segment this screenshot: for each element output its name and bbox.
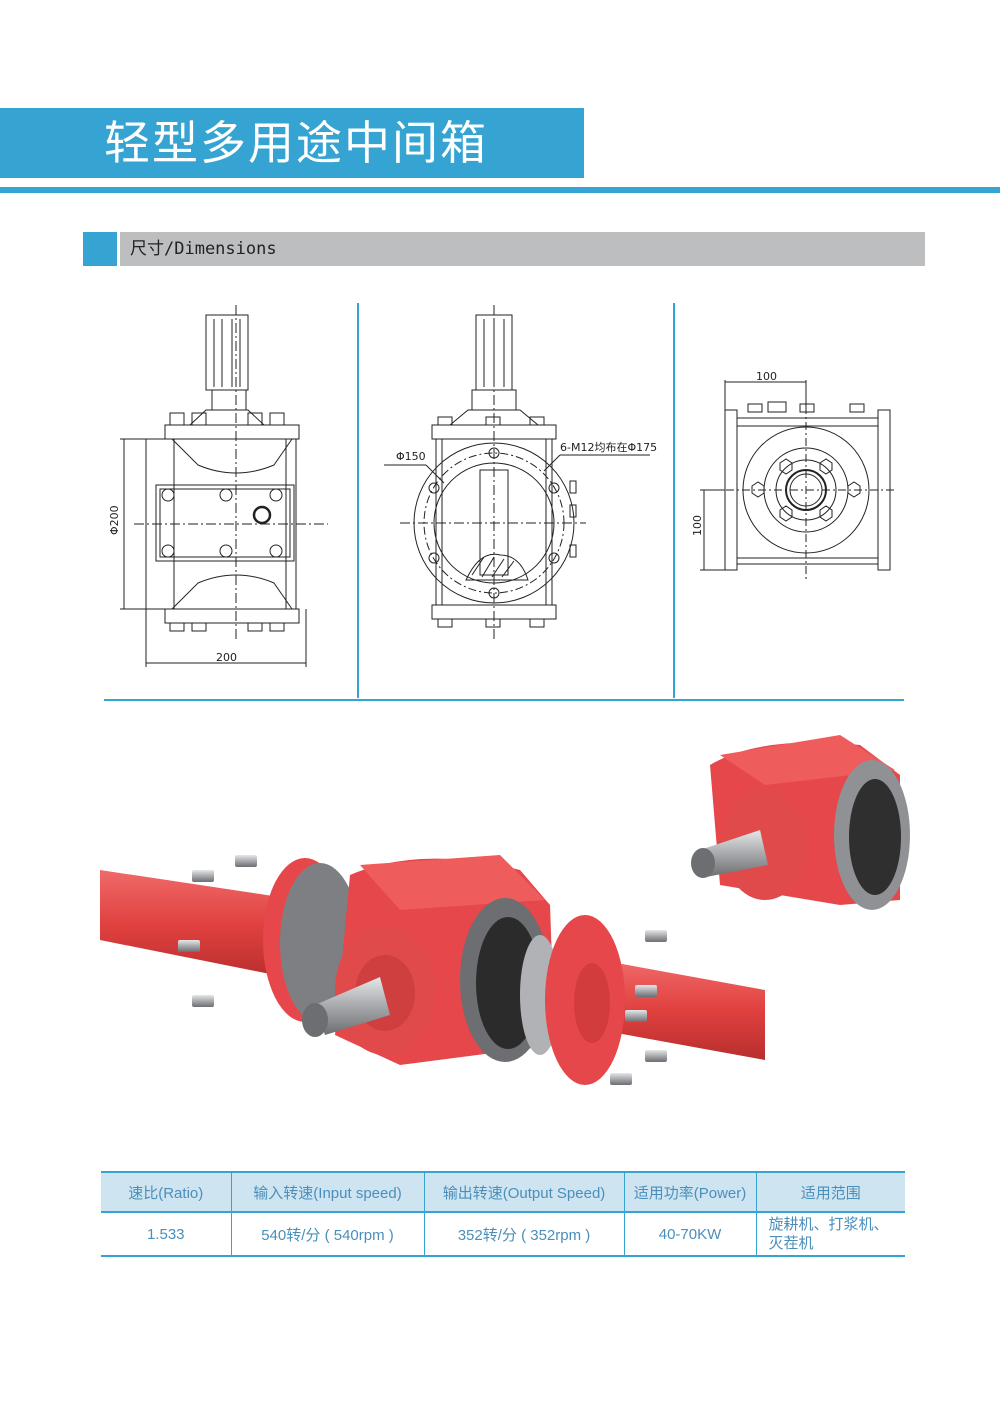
cell-ratio: 1.533 <box>101 1212 231 1257</box>
cell-power: 40-70KW <box>623 1212 756 1257</box>
end-dim-vertical: 100 <box>691 515 704 536</box>
side-view-drawing <box>380 305 660 645</box>
title-bar <box>0 108 584 178</box>
cell-input-speed: 540转/分 ( 540rpm ) <box>230 1212 424 1257</box>
header-application: 适用范围 <box>755 1171 905 1213</box>
cell-application: 旋耕机、打浆机、 灭茬机 <box>755 1212 905 1257</box>
header-input-speed: 输入转速(Input speed) <box>230 1171 424 1213</box>
cell-output-speed: 352转/分 ( 352rpm ) <box>423 1212 624 1257</box>
specs-table: 速比(Ratio) 输入转速(Input speed) 输出转速(Output … <box>101 1171 905 1257</box>
front-dim-width: 200 <box>216 651 237 664</box>
end-dim-horizontal: 100 <box>756 370 777 383</box>
section-bar <box>120 232 925 266</box>
title-rule-divider <box>0 187 1000 193</box>
specs-header-row: 速比(Ratio) 输入转速(Input speed) 输出转速(Output … <box>101 1171 905 1213</box>
side-dim-bore: Φ150 <box>396 450 426 463</box>
header-ratio: 速比(Ratio) <box>101 1171 231 1213</box>
end-view-drawing <box>700 370 900 585</box>
section-title: 尺寸/Dimensions <box>130 239 277 259</box>
side-dim-bolts: 6-M12均布在Φ175 <box>560 441 658 454</box>
front-view-drawing <box>110 305 350 675</box>
section-marker <box>83 232 117 266</box>
front-dim-height: Φ200 <box>108 505 121 535</box>
product-render <box>100 715 940 1119</box>
table-row: 1.533 540转/分 ( 540rpm ) 352转/分 ( 352rpm … <box>101 1212 905 1257</box>
page-title: 轻型多用途中间箱 <box>104 116 488 170</box>
drawing-separator-1 <box>357 303 359 698</box>
drawing-bottom-divider <box>104 699 904 701</box>
drawing-separator-2 <box>673 303 675 698</box>
application-line-1: 旋耕机、打浆机、 <box>768 1216 889 1233</box>
header-power: 适用功率(Power) <box>623 1171 756 1213</box>
header-output-speed: 输出转速(Output Speed) <box>423 1171 624 1213</box>
application-line-2: 灭茬机 <box>768 1235 814 1252</box>
